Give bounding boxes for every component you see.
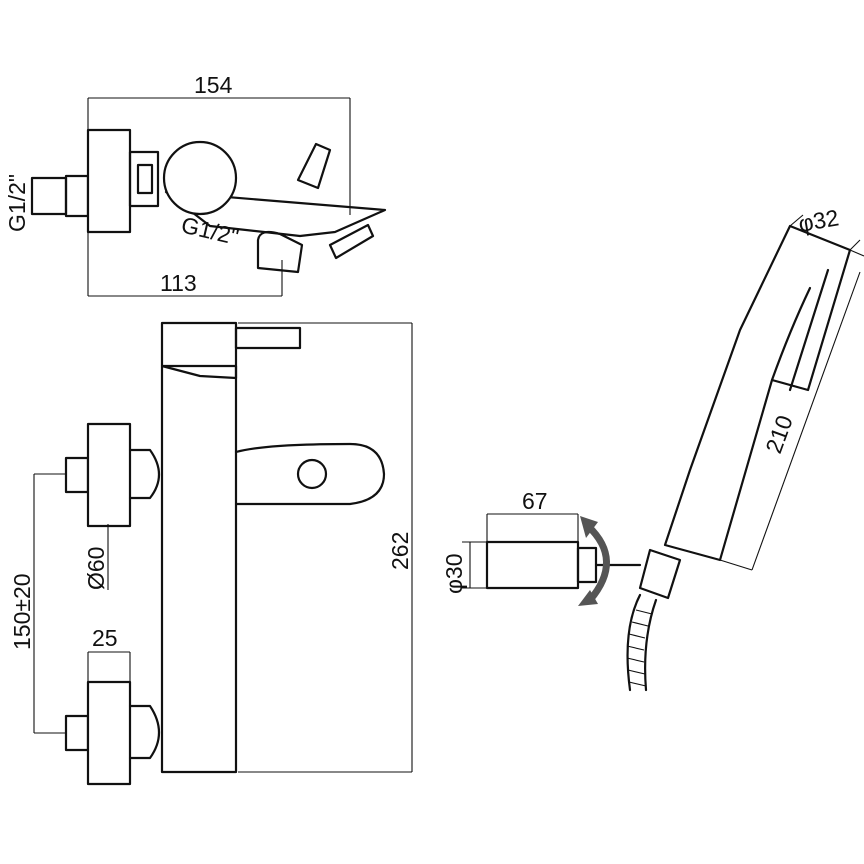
hand-shower-view: φ32 210 67 φ30 bbox=[441, 204, 864, 692]
inlet-size-label: 25 bbox=[92, 625, 118, 651]
spout-offset-label: 113 bbox=[160, 270, 197, 296]
top-width-label: 154 bbox=[194, 72, 233, 98]
hose-coil bbox=[626, 609, 653, 687]
outlet-thread-label: G1/2" bbox=[179, 212, 241, 250]
holder-diameter-label: φ30 bbox=[441, 554, 467, 595]
top-view: G1/2" G1/2" 154 113 bbox=[4, 72, 387, 297]
body-diameter-label: Ø60 bbox=[83, 547, 109, 590]
front-view: 262 Ø60 150±20 25 bbox=[9, 321, 413, 786]
hand-shower-length-label: 210 bbox=[760, 412, 798, 457]
inlet-spacing-label: 150±20 bbox=[9, 573, 35, 650]
holder-length-label: 67 bbox=[522, 488, 548, 514]
total-height-label: 262 bbox=[387, 532, 413, 570]
hand-shower-diameter-label: φ32 bbox=[796, 204, 840, 237]
inlet-thread-label: G1/2" bbox=[4, 174, 30, 232]
